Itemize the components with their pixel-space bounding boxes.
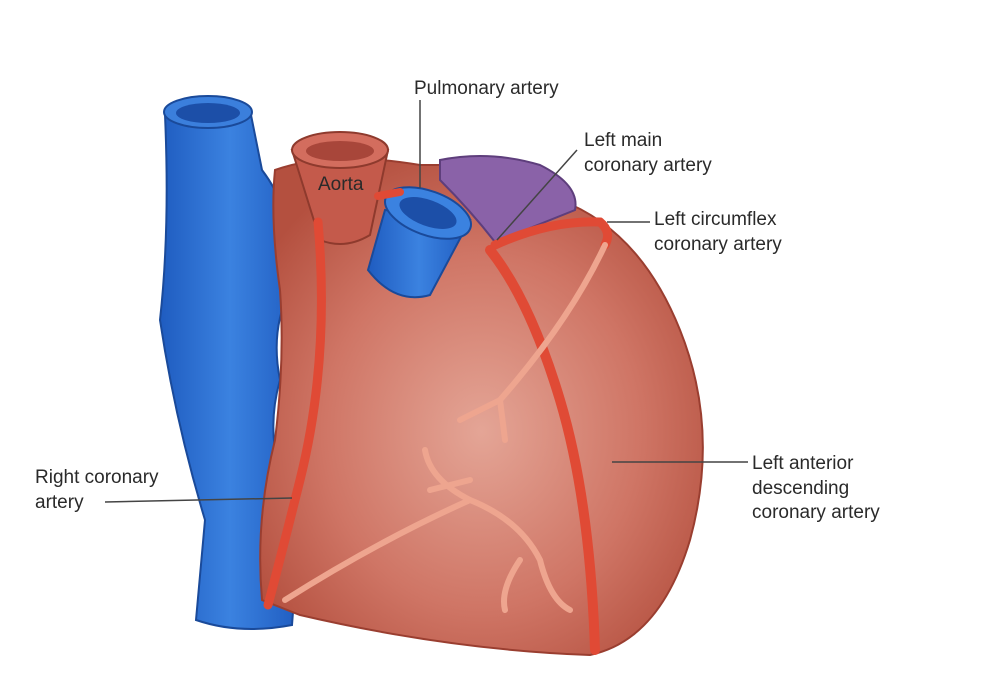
label-lad-1: Left anterior bbox=[752, 453, 854, 474]
right-coronary-artery-vessel bbox=[263, 217, 326, 610]
label-lad-3: coronary artery bbox=[752, 502, 880, 523]
label-pulmonary-artery: Pulmonary artery bbox=[414, 78, 559, 99]
label-lines bbox=[104, 100, 748, 503]
label-right-coronary-1: Right coronary bbox=[35, 467, 159, 488]
label-lad-2: descending bbox=[752, 478, 850, 499]
label-aorta: Aorta bbox=[318, 174, 364, 195]
minor-vessels bbox=[282, 242, 608, 613]
label-left-main-2: coronary artery bbox=[584, 155, 712, 176]
left-atrium bbox=[439, 155, 577, 244]
label-left-main-1: Left main bbox=[584, 130, 663, 151]
label-left-circumflex-1: Left circumflex bbox=[654, 209, 777, 230]
left-anterior-descending-vessel bbox=[485, 245, 600, 655]
label-right-coronary-2: artery bbox=[35, 492, 84, 513]
left-circumflex-vessel bbox=[490, 217, 613, 250]
label-left-circumflex-2: coronary artery bbox=[654, 234, 782, 255]
